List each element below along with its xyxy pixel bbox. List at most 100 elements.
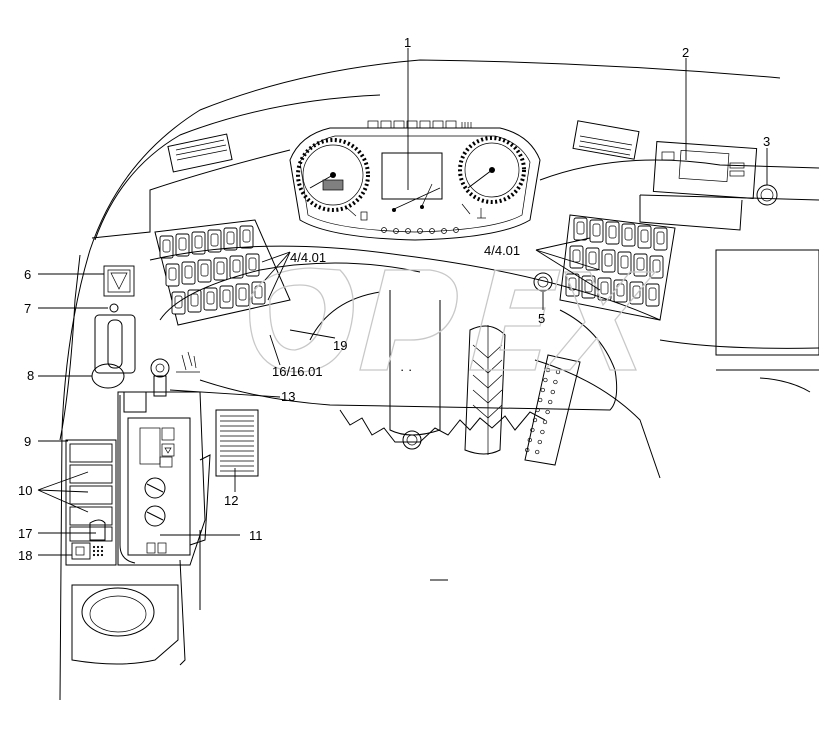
indicator-lamp-7	[109, 303, 119, 313]
rocker-switch[interactable]	[223, 227, 238, 251]
rocker-switch[interactable]	[569, 245, 584, 269]
radio-tachograph-unit	[639, 141, 758, 231]
rocker-switch[interactable]	[633, 253, 648, 277]
speedometer-gauge	[296, 138, 370, 212]
lever-8[interactable]	[91, 314, 136, 389]
fuel-gauge-icon	[346, 207, 368, 221]
cluster-pointers	[391, 183, 441, 212]
tachometer-gauge	[458, 136, 526, 204]
warning-lamp-strip	[367, 120, 472, 129]
small-grille-12	[215, 409, 259, 477]
cluster-lcd-display	[381, 152, 443, 200]
label-16: 16/16.01	[272, 364, 323, 379]
temperature-gauge-icon	[461, 203, 486, 219]
pedal-grip-dot	[530, 427, 535, 433]
left-switch-column	[65, 439, 117, 566]
rocker-switch[interactable]	[245, 253, 260, 277]
rocker-switch[interactable]	[621, 223, 636, 247]
socket-pin	[96, 545, 100, 549]
accelerator-pedal	[524, 354, 581, 466]
pedal-grip-dot	[535, 407, 540, 413]
label-11: 11	[249, 528, 263, 543]
right-panel-edge	[659, 339, 819, 349]
rocker-switch[interactable]	[585, 247, 600, 271]
socket-pin	[92, 545, 96, 549]
pedal-grip-dot	[542, 419, 548, 425]
pedal-grip-dot	[543, 377, 548, 383]
rocker-switch[interactable]	[159, 235, 174, 259]
switch-10b[interactable]	[69, 485, 113, 505]
floor-edge	[534, 359, 661, 479]
pedal-grip-dot	[525, 447, 530, 453]
pedal-grip-dot	[527, 437, 532, 443]
pedal-mark: · ·	[400, 362, 412, 377]
socket-18[interactable]	[71, 542, 91, 560]
climate-control-panel	[139, 427, 175, 554]
label-12: 12	[224, 493, 238, 508]
label-9: 9	[24, 434, 31, 449]
pedal-grip-dot	[540, 429, 545, 435]
watermark-logo	[248, 267, 657, 373]
pedal-grip-dot	[553, 379, 558, 385]
label-17: 17	[18, 526, 32, 541]
pedal-grip-dot	[537, 439, 542, 445]
rocker-switch[interactable]	[629, 281, 644, 305]
rocker-switch[interactable]	[573, 217, 588, 241]
rocker-switch[interactable]	[191, 231, 206, 255]
rocker-switch[interactable]	[203, 287, 218, 311]
pedal-grip-dot	[545, 409, 550, 415]
switch-17[interactable]	[69, 526, 113, 542]
socket-pin	[96, 553, 100, 557]
switch-10a[interactable]	[69, 464, 113, 484]
speed-display-indicator	[322, 179, 344, 191]
socket-pin	[96, 549, 100, 553]
leader-lines	[37, 48, 768, 556]
left-switch-bank	[154, 219, 291, 326]
rocker-switch[interactable]	[589, 219, 604, 243]
socket-pin	[92, 553, 96, 557]
hazard-switch[interactable]	[103, 265, 135, 297]
rocker-switch[interactable]	[601, 249, 616, 273]
label-13: 13	[281, 389, 295, 404]
rocker-switch[interactable]	[653, 227, 668, 251]
label-4-right: 4/4.01	[484, 243, 520, 258]
switch-9[interactable]	[69, 443, 113, 463]
parking-brake-knob[interactable]	[150, 358, 170, 397]
rocker-switch[interactable]	[239, 225, 254, 249]
socket-pin	[100, 545, 104, 549]
rocker-switch[interactable]	[617, 251, 632, 275]
cab-outline	[59, 59, 819, 701]
callout-labels: 1 2 3 4/4.01 4/4.01 5 6 7 8 9 10 11 12 1…	[18, 35, 770, 563]
rocker-switch[interactable]	[565, 273, 580, 297]
rocker-switch[interactable]	[171, 291, 186, 315]
label-8: 8	[27, 368, 34, 383]
rocker-switch[interactable]	[229, 255, 244, 279]
pedal-grip-dot	[540, 387, 545, 393]
label-6: 6	[24, 267, 31, 282]
pedal-base-fitting	[402, 430, 422, 450]
label-19: 19	[333, 338, 347, 353]
rocker-switch[interactable]	[181, 261, 196, 285]
rocker-switch[interactable]	[207, 229, 222, 253]
pedal-grip-dot	[538, 397, 543, 403]
rocker-switch[interactable]	[645, 283, 660, 307]
rocker-switch[interactable]	[219, 285, 234, 309]
label-2: 2	[682, 45, 689, 60]
rocker-switch[interactable]	[165, 263, 180, 287]
cup-holder	[71, 584, 179, 665]
socket-pin	[100, 553, 104, 557]
rocker-switch[interactable]	[637, 225, 652, 249]
lower-console	[117, 391, 211, 666]
instrument-cluster	[289, 120, 541, 241]
rocker-switch[interactable]	[197, 259, 212, 283]
label-7: 7	[24, 301, 31, 316]
pedal-grip-dot	[548, 399, 553, 405]
pedal-grip-dot	[532, 417, 538, 423]
rocker-switch[interactable]	[235, 283, 250, 307]
rocker-switch[interactable]	[187, 289, 202, 313]
rocker-switch[interactable]	[175, 233, 190, 257]
rocker-switch[interactable]	[213, 257, 228, 281]
label-4-left: 4/4.01	[290, 250, 326, 265]
rocker-switch[interactable]	[605, 221, 620, 245]
